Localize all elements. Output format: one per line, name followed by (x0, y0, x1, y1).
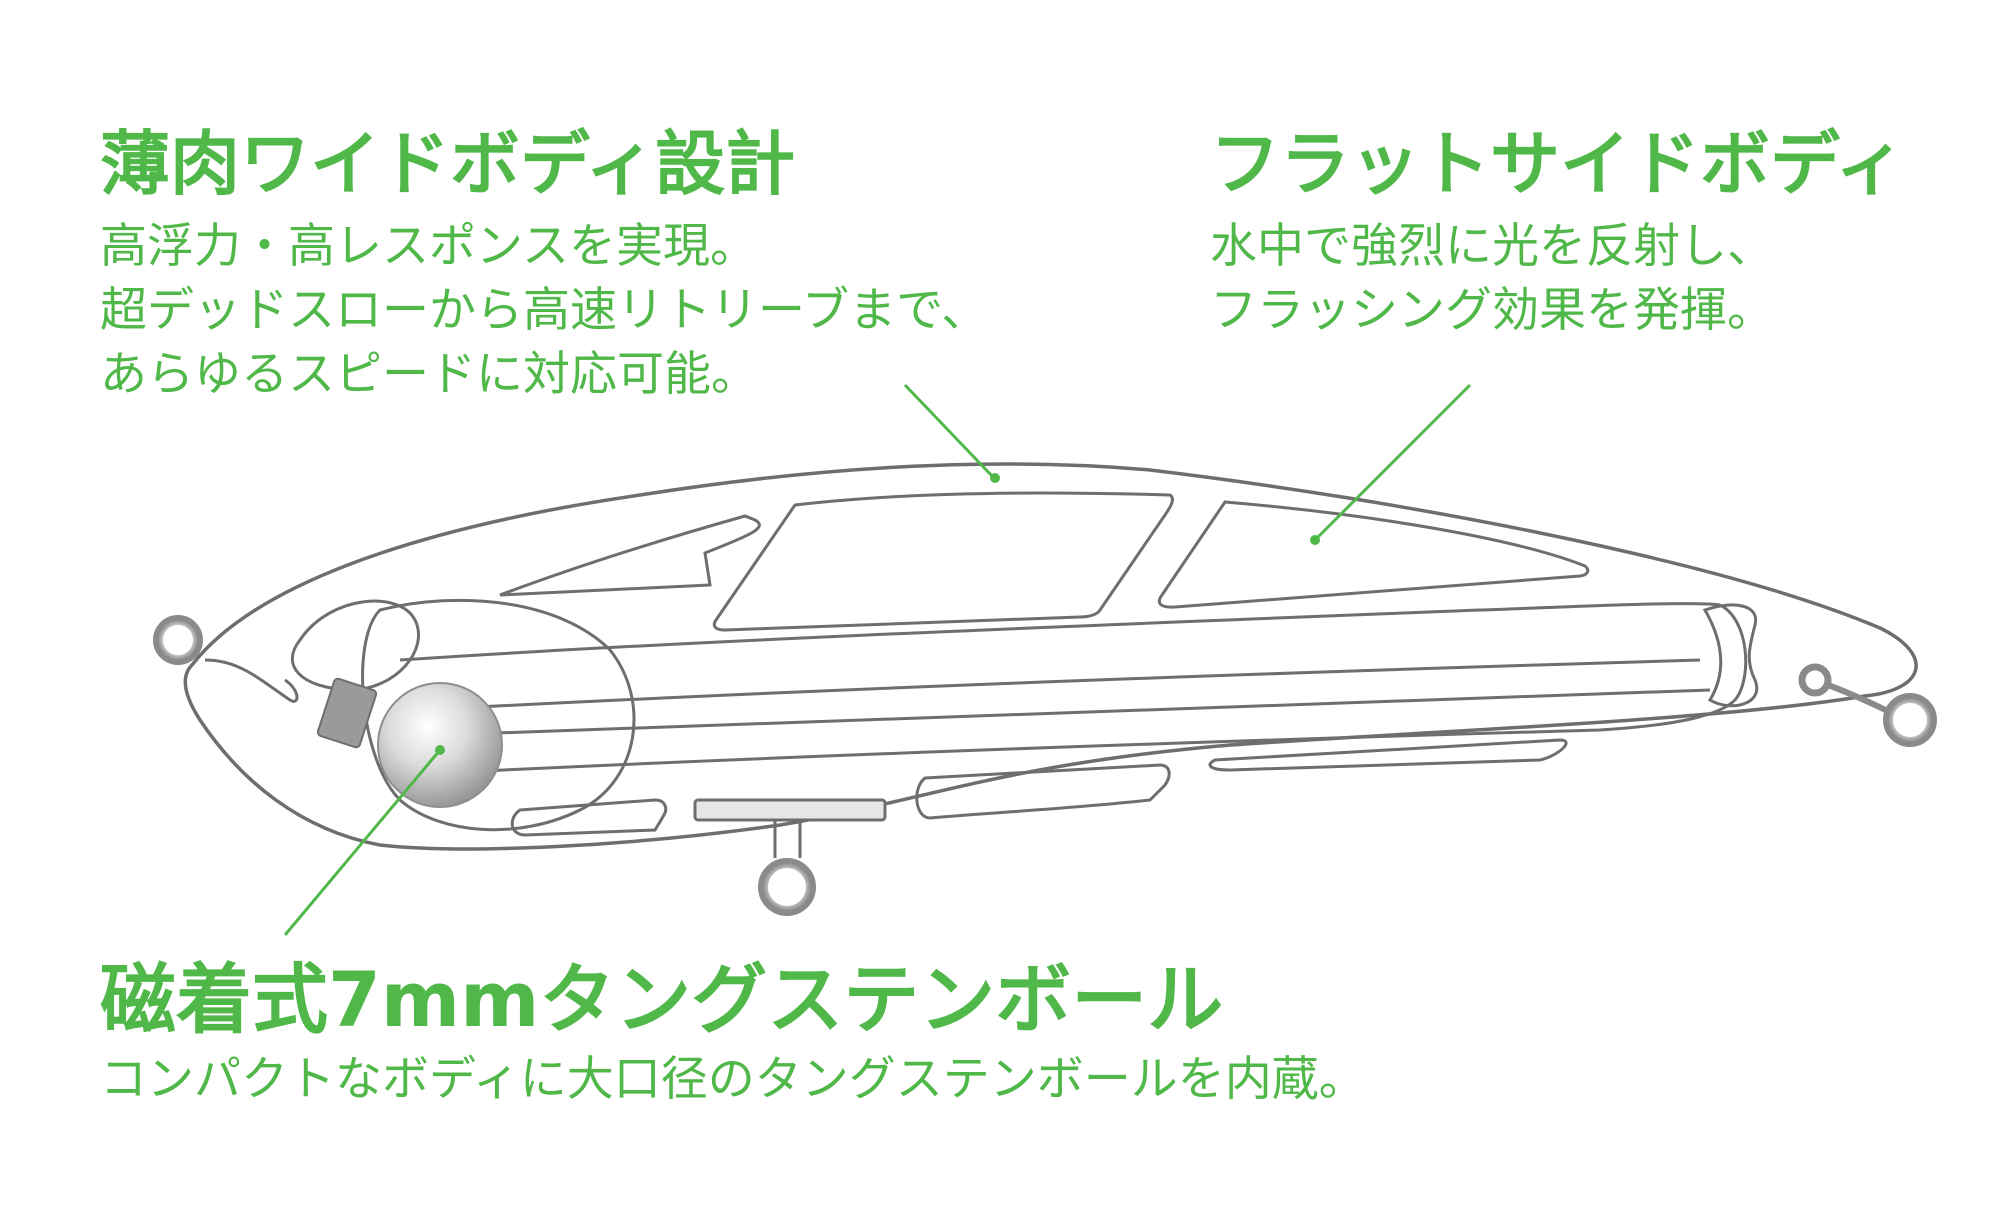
head-wire (204, 658, 299, 703)
upper-window-middle (712, 491, 1174, 632)
feature-desc-line: 高浮力・高レスポンスを実現。 (100, 219, 758, 274)
upper-window-front (499, 514, 761, 597)
feature-desc-line: 超デッドスローから高速リトリーブまで、 (100, 283, 989, 338)
feature-desc-tungsten-ball: コンパクトなボディに大口径のタングステンボールを内蔵。 (100, 1048, 1366, 1112)
leader-flat-side (1315, 383, 1472, 540)
lure-body-outline (183, 462, 1918, 851)
nose-eye (153, 615, 203, 665)
leader-ball (283, 749, 442, 936)
body-rail-upper (399, 602, 1721, 662)
head-chamber (361, 598, 636, 832)
belly-eye (758, 858, 816, 916)
feature-desc-thin-wide-body: 高浮力・高レスポンスを実現。 超デッドスローから高速リトリーブまで、 あらゆるス… (100, 215, 988, 407)
feature-desc-line: フラッシング効果を発揮。 (1210, 283, 1774, 338)
leader-flat-side-dot (1310, 535, 1320, 545)
feature-title-tungsten-ball: 磁着式7mmタングステンボール (100, 955, 1224, 1044)
feature-desc-line: あらゆるスピードに対応可能。 (100, 347, 758, 402)
feature-title-thin-wide-body: 薄肉ワイドボディ設計 (100, 123, 796, 205)
leader-thin-body (903, 383, 995, 479)
leader-thin-body-dot (990, 473, 1000, 483)
upper-window-rear (1157, 500, 1590, 609)
feature-desc-line: 水中で強烈に光を反射し、 (1210, 219, 1774, 274)
feature-title-flat-side-body: フラットサイドボディ (1210, 123, 1906, 205)
lower-window-front (510, 798, 668, 837)
leader-ball-dot (435, 745, 445, 755)
belly-eye-post (773, 820, 802, 858)
body-rail-mid (419, 658, 1701, 712)
tail-rib (1702, 603, 1759, 708)
feature-desc-line: コンパクトなボディに大口径のタングステンボールを内蔵。 (100, 1052, 1366, 1107)
rear-eye-link (1826, 682, 1892, 715)
rear-eye (1883, 693, 1937, 747)
rear-bulkhead (1719, 603, 1748, 701)
magnet (316, 677, 378, 749)
body-rail-bottom (399, 698, 1737, 777)
rear-eye-inner (1798, 663, 1832, 697)
head-loop (290, 599, 421, 692)
lower-window-mid (915, 763, 1171, 820)
lower-window-rear (1208, 738, 1568, 772)
belly-plate (693, 798, 887, 822)
feature-desc-flat-side-body: 水中で強烈に光を反射し、 フラッシング効果を発揮。 (1210, 215, 1774, 343)
callout-leaders (283, 383, 1472, 936)
